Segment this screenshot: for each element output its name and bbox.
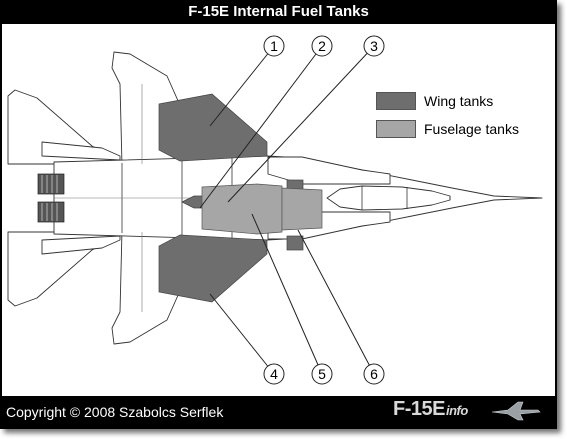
wing-tank-lower <box>158 234 268 303</box>
svg-text:3: 3 <box>370 38 378 54</box>
callout-4: 4 <box>263 363 285 385</box>
legend-wing-tanks: Wing tanks <box>376 92 493 110</box>
svg-text:5: 5 <box>318 366 326 382</box>
brand-logo: F-15Einfo <box>393 398 468 421</box>
small-tank-lower <box>286 235 304 251</box>
jet-logo-icon <box>491 401 541 421</box>
legend-fuselage-label: Fuselage tanks <box>424 121 519 137</box>
legend-wing-swatch <box>376 92 416 110</box>
copyright-text: Copyright © 2008 Szabolcs Serflek <box>6 404 224 420</box>
callout-2: 2 <box>311 35 333 57</box>
legend-fuselage-tanks: Fuselage tanks <box>376 120 519 138</box>
upper-vertical-tail <box>41 141 121 161</box>
brand-suffix: info <box>445 403 468 418</box>
svg-text:2: 2 <box>318 38 326 54</box>
diagram-panel: 1 2 3 4 5 6 Wing tanks Fuselage tanks <box>2 24 555 396</box>
fuselage-tank-forward <box>281 187 323 231</box>
legend-fuselage-swatch <box>376 120 416 138</box>
svg-text:1: 1 <box>270 38 278 54</box>
wing-tank-upper <box>158 93 268 162</box>
svg-text:6: 6 <box>370 366 378 382</box>
brand-main: F-15E <box>393 398 445 420</box>
callout-1: 1 <box>263 35 285 57</box>
diagram-title: F-15E Internal Fuel Tanks <box>188 3 369 20</box>
upper-stabilizer <box>7 89 128 165</box>
aircraft-diagram: 1 2 3 4 5 6 <box>7 35 543 385</box>
callout-6: 6 <box>363 363 385 385</box>
image-frame: F-15E Internal Fuel Tanks <box>0 0 557 429</box>
engine-nozzles <box>37 173 65 223</box>
lower-vertical-tail <box>41 235 121 255</box>
legend-wing-label: Wing tanks <box>424 93 494 109</box>
svg-text:4: 4 <box>270 366 278 382</box>
callout-3: 3 <box>363 35 385 57</box>
lower-stabilizer <box>7 231 128 307</box>
upper-intake <box>267 156 391 185</box>
fuselage-tank-main <box>201 183 283 235</box>
callout-5: 5 <box>311 363 333 385</box>
